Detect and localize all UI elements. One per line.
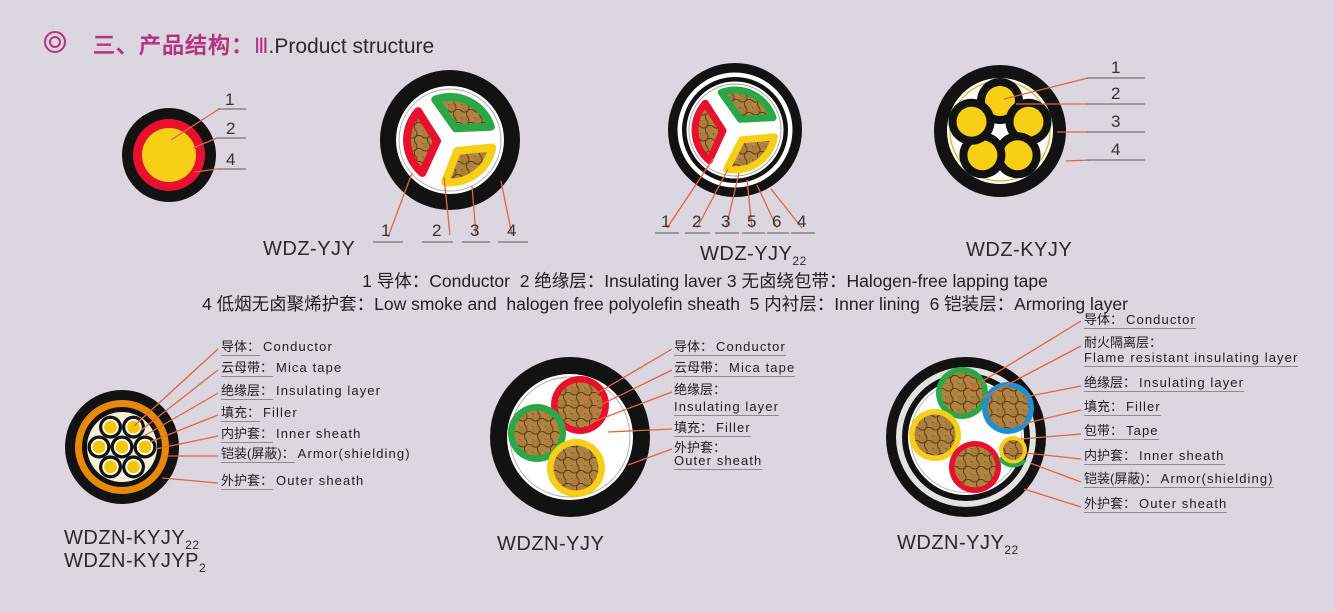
cable-cross-section: [886, 357, 1046, 517]
cable-name-wdzn-kyjyp2: WDZN-KYJYP2: [64, 550, 207, 575]
layer-label: 填充：Filler: [674, 420, 751, 437]
callout-lines: [133, 348, 219, 484]
callout-number: 1: [225, 90, 234, 109]
layer-label: 包带：Tape: [1084, 423, 1159, 440]
layer-label: 绝缘层：Insulating layer: [221, 383, 382, 400]
callout-number: 5: [747, 212, 756, 231]
layer-label: 云母带：Mica tape: [674, 360, 796, 377]
callout-lines: [655, 158, 815, 234]
cable-cross-section: [934, 65, 1066, 197]
cable-diagram-wdz-yjy22: 1 2 3 5 6 4: [655, 63, 815, 234]
cable-name-wdz-yjy: WDZ-YJY: [263, 238, 356, 260]
callout-number: 2: [1111, 84, 1120, 103]
cable-diagram-wdz-kyjy: 1 2 3 4: [934, 58, 1145, 197]
callout-number: 2: [226, 119, 235, 138]
cable-name-wdzn-yjy22: WDZN-YJY22: [897, 532, 1019, 557]
cable-cross-section: [65, 390, 179, 504]
cable-cross-section: [668, 63, 802, 197]
cable-cross-section: [380, 70, 520, 210]
callout-number: 3: [1111, 112, 1120, 131]
callout-number: 4: [226, 150, 235, 169]
callout-lines: [967, 320, 1082, 508]
layer-label: 云母带：Mica tape: [221, 360, 343, 377]
layer-label: Insulating layer: [674, 399, 780, 416]
layer-label: 外护套：Outer sheath: [221, 473, 365, 490]
callout-number: 2: [692, 212, 701, 231]
layer-label: Outer sheath: [674, 453, 763, 470]
layer-label: 铠装(屏蔽)：Armor(shielding): [221, 446, 411, 463]
cable-cross-section: [122, 108, 216, 202]
layer-label: 导体：Conductor: [674, 339, 786, 356]
double-circle-icon: [44, 31, 66, 53]
legend-line-1: 1 导体：Conductor 2 绝缘层：Insulating laver 3 …: [362, 271, 1048, 291]
cable-name-wdzn-yjy: WDZN-YJY: [497, 533, 605, 555]
layer-label: Flame resistant insulating layer: [1084, 350, 1299, 367]
page-title-en: .Product structure: [268, 35, 435, 58]
core-red: [691, 99, 727, 165]
callout-number: 3: [470, 221, 479, 240]
callout-number: 6: [772, 212, 781, 231]
core-red: [403, 107, 441, 177]
page-title-roman-numeral: Ⅲ: [254, 35, 269, 58]
layer-label: 内护套：Inner sheath: [1084, 448, 1225, 465]
cable-cross-section: [490, 357, 650, 517]
callout-number: 3: [721, 212, 730, 231]
layer-label: 内护套：Inner sheath: [221, 426, 362, 443]
layer-label: 耐火隔离层：: [1084, 335, 1163, 350]
callout-lines: [170, 108, 246, 173]
cable-diagram-wdz-yjy: 1 2 4: [122, 90, 246, 202]
cable-diagram-three-core: 1 2 3 4: [373, 70, 528, 243]
cores: [948, 78, 1052, 179]
page-title-zh: 三、产品结构：: [93, 33, 255, 58]
callout-lines: [1003, 77, 1145, 162]
layer-label: 导体：Conductor: [221, 339, 333, 356]
layer-label: 填充：Filler: [221, 405, 298, 422]
layer-label: 外护套：Outer sheath: [1084, 496, 1228, 513]
lapping-tape-ring: [398, 88, 502, 192]
layer-label: 绝缘层：: [674, 382, 727, 397]
callout-number: 4: [1111, 140, 1120, 159]
callout-number: 1: [661, 212, 670, 231]
lapping-tape-ring: [688, 83, 782, 177]
callout-lines: [583, 348, 673, 466]
callout-number: 4: [797, 212, 806, 231]
callout-number: 4: [507, 221, 516, 240]
callout-number: 1: [1111, 58, 1120, 77]
layer-label: 绝缘层：Insulating layer: [1084, 375, 1245, 392]
legend-line-2: 4 低烟无卤聚烯护套：Low smoke and halogen free po…: [202, 294, 1128, 314]
core-green: [717, 86, 777, 123]
green-crescent: [997, 456, 1027, 468]
cable-diagram-wdzn-yjy22: [886, 320, 1082, 517]
cores: [508, 376, 609, 497]
page-title: 三、产品结构：Ⅲ.Product structure: [93, 28, 434, 60]
conductor-core: [142, 128, 196, 182]
layer-label: 铠装(屏蔽)：Armor(shielding): [1084, 471, 1274, 488]
cores: [87, 415, 157, 479]
callout-number: 2: [432, 221, 441, 240]
layer-label: 导体：Conductor: [1084, 312, 1196, 329]
callout-number: 1: [381, 221, 390, 240]
core-green: [431, 93, 495, 133]
layer-label: 外护套：: [674, 440, 727, 455]
cores: [909, 367, 1034, 493]
cable-name-wdz-kyjy: WDZ-KYJY: [966, 239, 1073, 261]
cable-diagram-wdzn-kyjy22: [65, 348, 219, 504]
core-yellow: [723, 133, 778, 174]
callout-lines: [373, 172, 528, 243]
layer-label: 填充：Filler: [1084, 399, 1161, 416]
cable-diagram-wdzn-yjy: [490, 348, 673, 517]
cable-name-wdz-yjy22: WDZ-YJY22: [700, 243, 807, 268]
cable-name-wdzn-kyjy22: WDZN-KYJY22: [64, 527, 200, 552]
